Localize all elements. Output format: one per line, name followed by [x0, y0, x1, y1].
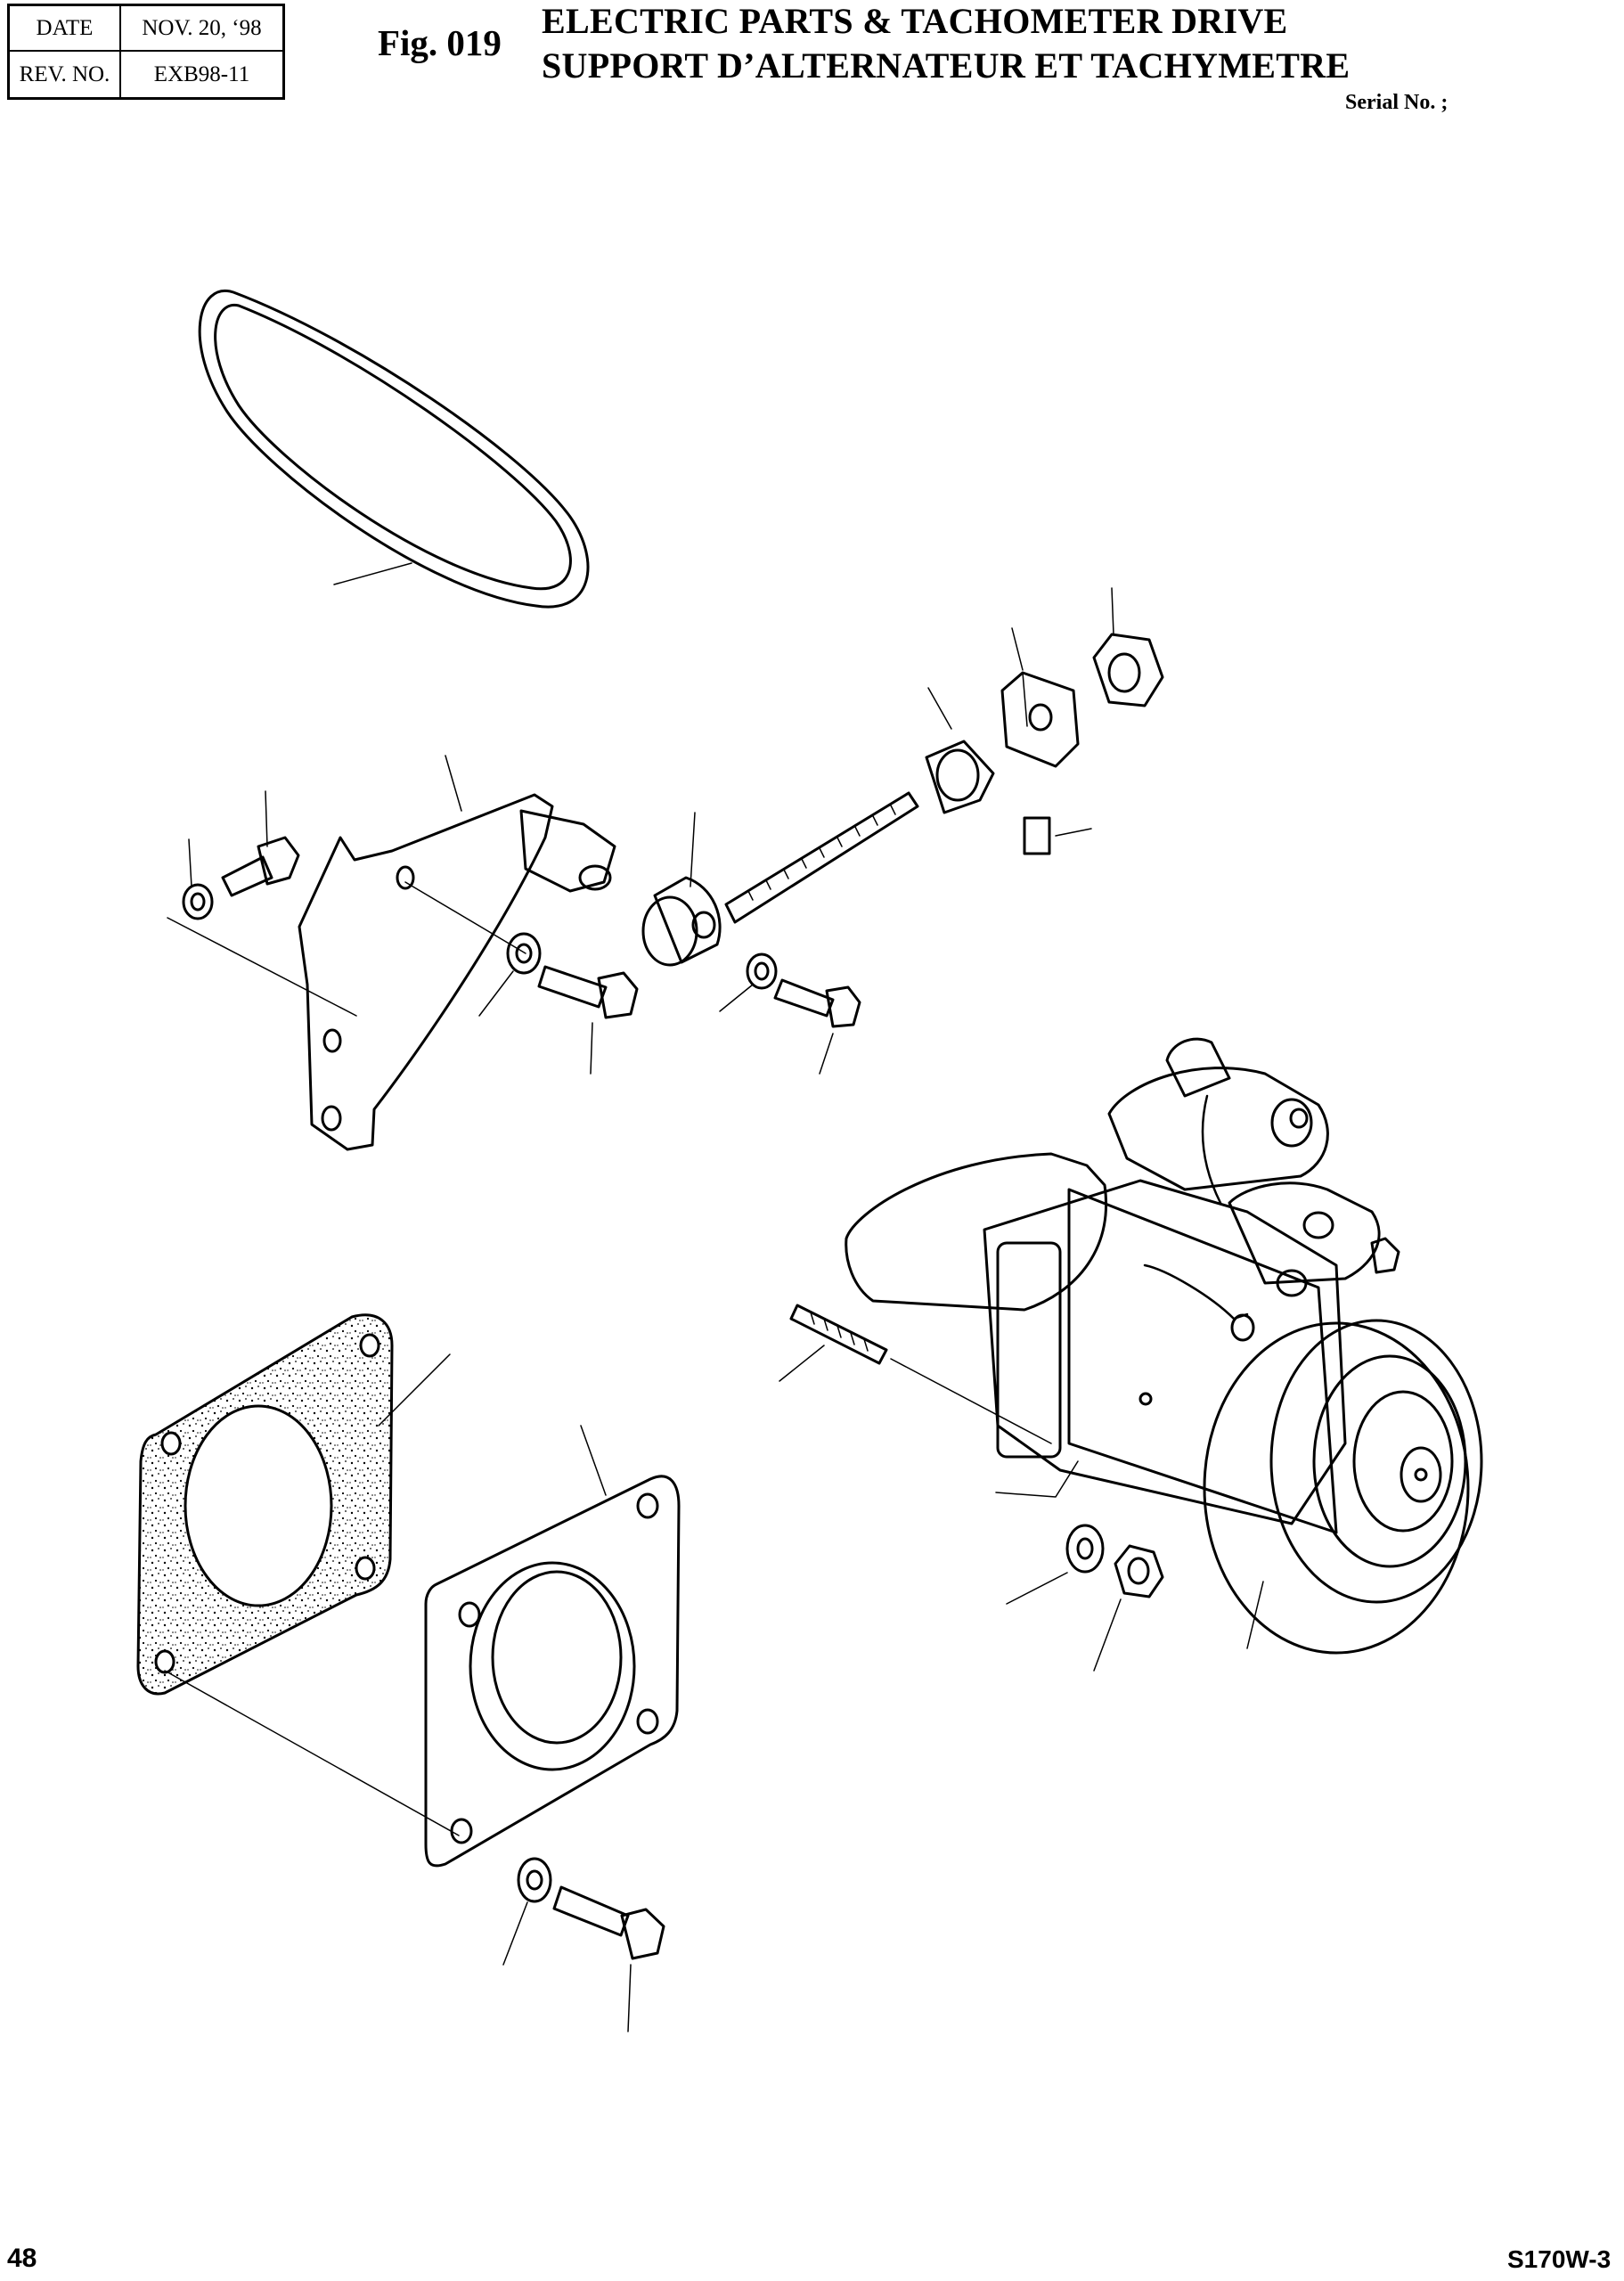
washer-middle: [478, 932, 542, 1017]
nut-starter: [1093, 1544, 1164, 1672]
starter-motor: [845, 1037, 1483, 1655]
bolt-left: [221, 790, 300, 897]
rev-label: REV. NO.: [10, 52, 121, 97]
pin: [1023, 816, 1092, 855]
page-title-fr: SUPPORT D’ALTERNATEUR ET TACHYMETRE: [542, 45, 1351, 86]
rev-value: EXB98-11: [153, 61, 250, 86]
revision-info-box: DATE NOV. 20, ‘98 REV. NO. EXB98-11: [7, 4, 285, 100]
washer-flange: [502, 1857, 552, 1966]
stud: [779, 1304, 1052, 1444]
v-belt: [198, 289, 590, 609]
serial-number: Serial No. ;: [1345, 91, 1449, 114]
gasket: [136, 1313, 460, 1836]
bolt-right: [773, 978, 861, 1075]
hex-nut-top: [1092, 587, 1164, 707]
bolt-flange: [552, 1885, 665, 2032]
date-label: DATE: [10, 6, 121, 52]
date-value: NOV. 20, ‘98: [121, 6, 282, 52]
bolt-middle: [537, 965, 639, 1075]
page-number: 48: [7, 2244, 37, 2273]
round-nut: [925, 687, 995, 814]
washer-starter: [995, 1460, 1105, 1605]
page-title-en: ELECTRIC PARTS & TACHOMETER DRIVE: [542, 1, 1288, 41]
square-nut: [1000, 627, 1080, 768]
model-code: S170W-3: [1507, 2245, 1612, 2273]
alternator-bracket: [167, 755, 616, 1151]
figure-number: Fig. 019: [378, 22, 502, 63]
washer-right: [719, 952, 778, 1012]
washer-left: [182, 838, 214, 920]
adjusting-link: [641, 791, 919, 967]
flange-plate: [424, 1425, 681, 1868]
